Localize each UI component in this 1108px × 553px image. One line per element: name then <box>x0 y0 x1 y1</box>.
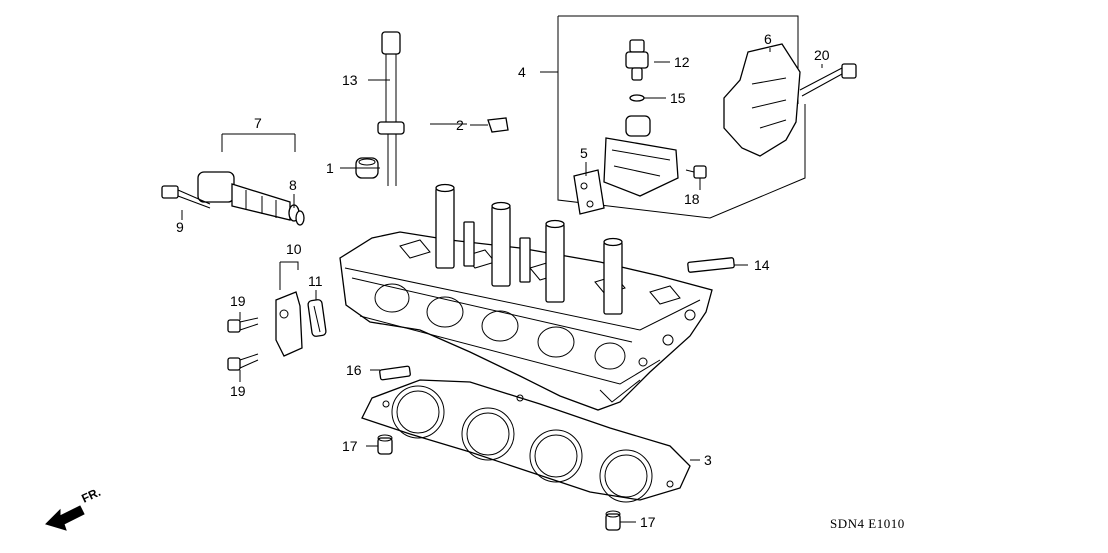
callout-19-lower: 19 <box>230 383 246 399</box>
callout-18: 18 <box>684 191 700 207</box>
head-gasket <box>361 379 691 503</box>
spool-valve <box>197 171 300 222</box>
callout-12: 12 <box>674 54 690 70</box>
inset-group-4 <box>557 15 857 219</box>
callout-4: 4 <box>518 64 526 80</box>
cap-2 <box>487 117 509 133</box>
leader-lines <box>181 48 823 523</box>
callout-7: 7 <box>254 115 262 131</box>
dowel-17a <box>377 434 393 455</box>
front-arrow-icon <box>45 505 85 531</box>
head-bolt-13 <box>377 31 405 186</box>
callout-15: 15 <box>670 90 686 106</box>
stud-14 <box>687 257 735 273</box>
callout-17-lower: 17 <box>640 514 656 530</box>
callout-11: 11 <box>308 273 323 289</box>
bolt-19a <box>227 317 259 333</box>
callout-5: 5 <box>580 145 588 161</box>
callout-labels: 1 2 3 4 5 6 7 8 9 10 11 12 13 14 15 16 1… <box>176 31 830 530</box>
callout-14: 14 <box>754 257 770 273</box>
callout-20: 20 <box>814 47 830 63</box>
diagram-code: SDN4 E1010 <box>830 516 905 531</box>
dowel-17b <box>605 510 621 531</box>
callout-6: 6 <box>764 31 772 47</box>
callout-9: 9 <box>176 219 184 235</box>
callout-8: 8 <box>289 177 297 193</box>
gasket-11 <box>307 299 327 337</box>
bolt-9 <box>161 185 211 209</box>
callout-10: 10 <box>286 241 302 257</box>
callout-17-upper: 17 <box>342 438 358 454</box>
front-direction-indicator: FR. <box>45 485 103 531</box>
callout-1: 1 <box>326 160 334 176</box>
stud-16 <box>379 365 411 381</box>
valve-tubes <box>435 183 623 315</box>
callout-13: 13 <box>342 72 358 88</box>
callout-2: 2 <box>456 117 464 133</box>
callout-3: 3 <box>704 452 712 468</box>
callout-16: 16 <box>346 362 362 378</box>
front-label: FR. <box>79 485 102 506</box>
sensor-10 <box>275 291 303 357</box>
callout-19-upper: 19 <box>230 293 246 309</box>
bolt-19b <box>227 353 259 371</box>
o-ring-8 <box>295 210 305 226</box>
